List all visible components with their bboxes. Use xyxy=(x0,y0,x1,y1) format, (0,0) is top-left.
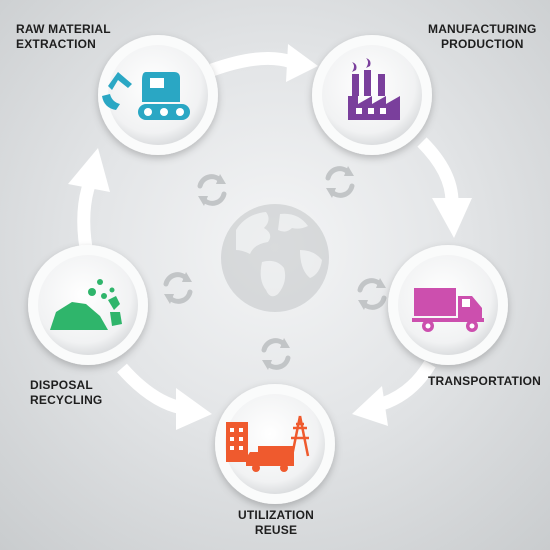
city-power-truck-icon xyxy=(226,415,310,472)
recycle-arrows-icon xyxy=(163,272,193,304)
label-line: MANUFACTURING xyxy=(428,22,537,36)
arrow-production-to-transportation xyxy=(417,137,472,238)
label-line: DISPOSAL xyxy=(30,378,93,392)
recycle-arrows-icon xyxy=(325,166,355,198)
label-line: TRANSPORTATION xyxy=(428,374,542,388)
stage-manufacturing xyxy=(312,35,432,155)
arrow-disposal-to-utilization xyxy=(117,363,212,430)
stage-disposal xyxy=(28,245,148,365)
label-line: UTILIZATION xyxy=(238,508,314,522)
recycle-arrows-icons xyxy=(163,166,387,370)
label-line: PRODUCTION xyxy=(440,37,524,51)
stage-utilization xyxy=(215,384,335,504)
label-line: REUSE xyxy=(254,523,298,537)
factory-icon xyxy=(348,58,400,120)
recycle-arrows-icon xyxy=(357,278,387,310)
landfill-icon xyxy=(50,279,122,330)
label-line: RAW MATERIAL xyxy=(16,22,111,36)
label-utilization-reuse: UTILIZATION REUSE xyxy=(236,508,316,538)
arrow-disposal-to-extraction xyxy=(68,148,110,250)
arrow-extraction-to-production xyxy=(209,44,318,82)
label-disposal-recycling: DISPOSAL RECYCLING xyxy=(30,378,102,408)
recycle-arrows-icon xyxy=(197,174,227,206)
globe-icon xyxy=(221,204,329,312)
stage-raw-material xyxy=(98,35,218,155)
label-line: RECYCLING xyxy=(30,393,103,407)
label-transportation: TRANSPORTATION xyxy=(428,374,541,389)
label-raw-material-extraction: RAW MATERIAL EXTRACTION xyxy=(16,22,111,52)
cycle-arrows xyxy=(68,44,472,430)
label-manufacturing-production: MANUFACTURING PRODUCTION xyxy=(428,22,537,52)
arrow-transportation-to-utilization xyxy=(352,360,436,426)
recycle-arrows-icon xyxy=(261,338,291,370)
truck-icon xyxy=(412,288,484,332)
stage-transportation xyxy=(388,245,508,365)
label-line: EXTRACTION xyxy=(16,37,96,51)
excavator-icon xyxy=(102,72,190,120)
